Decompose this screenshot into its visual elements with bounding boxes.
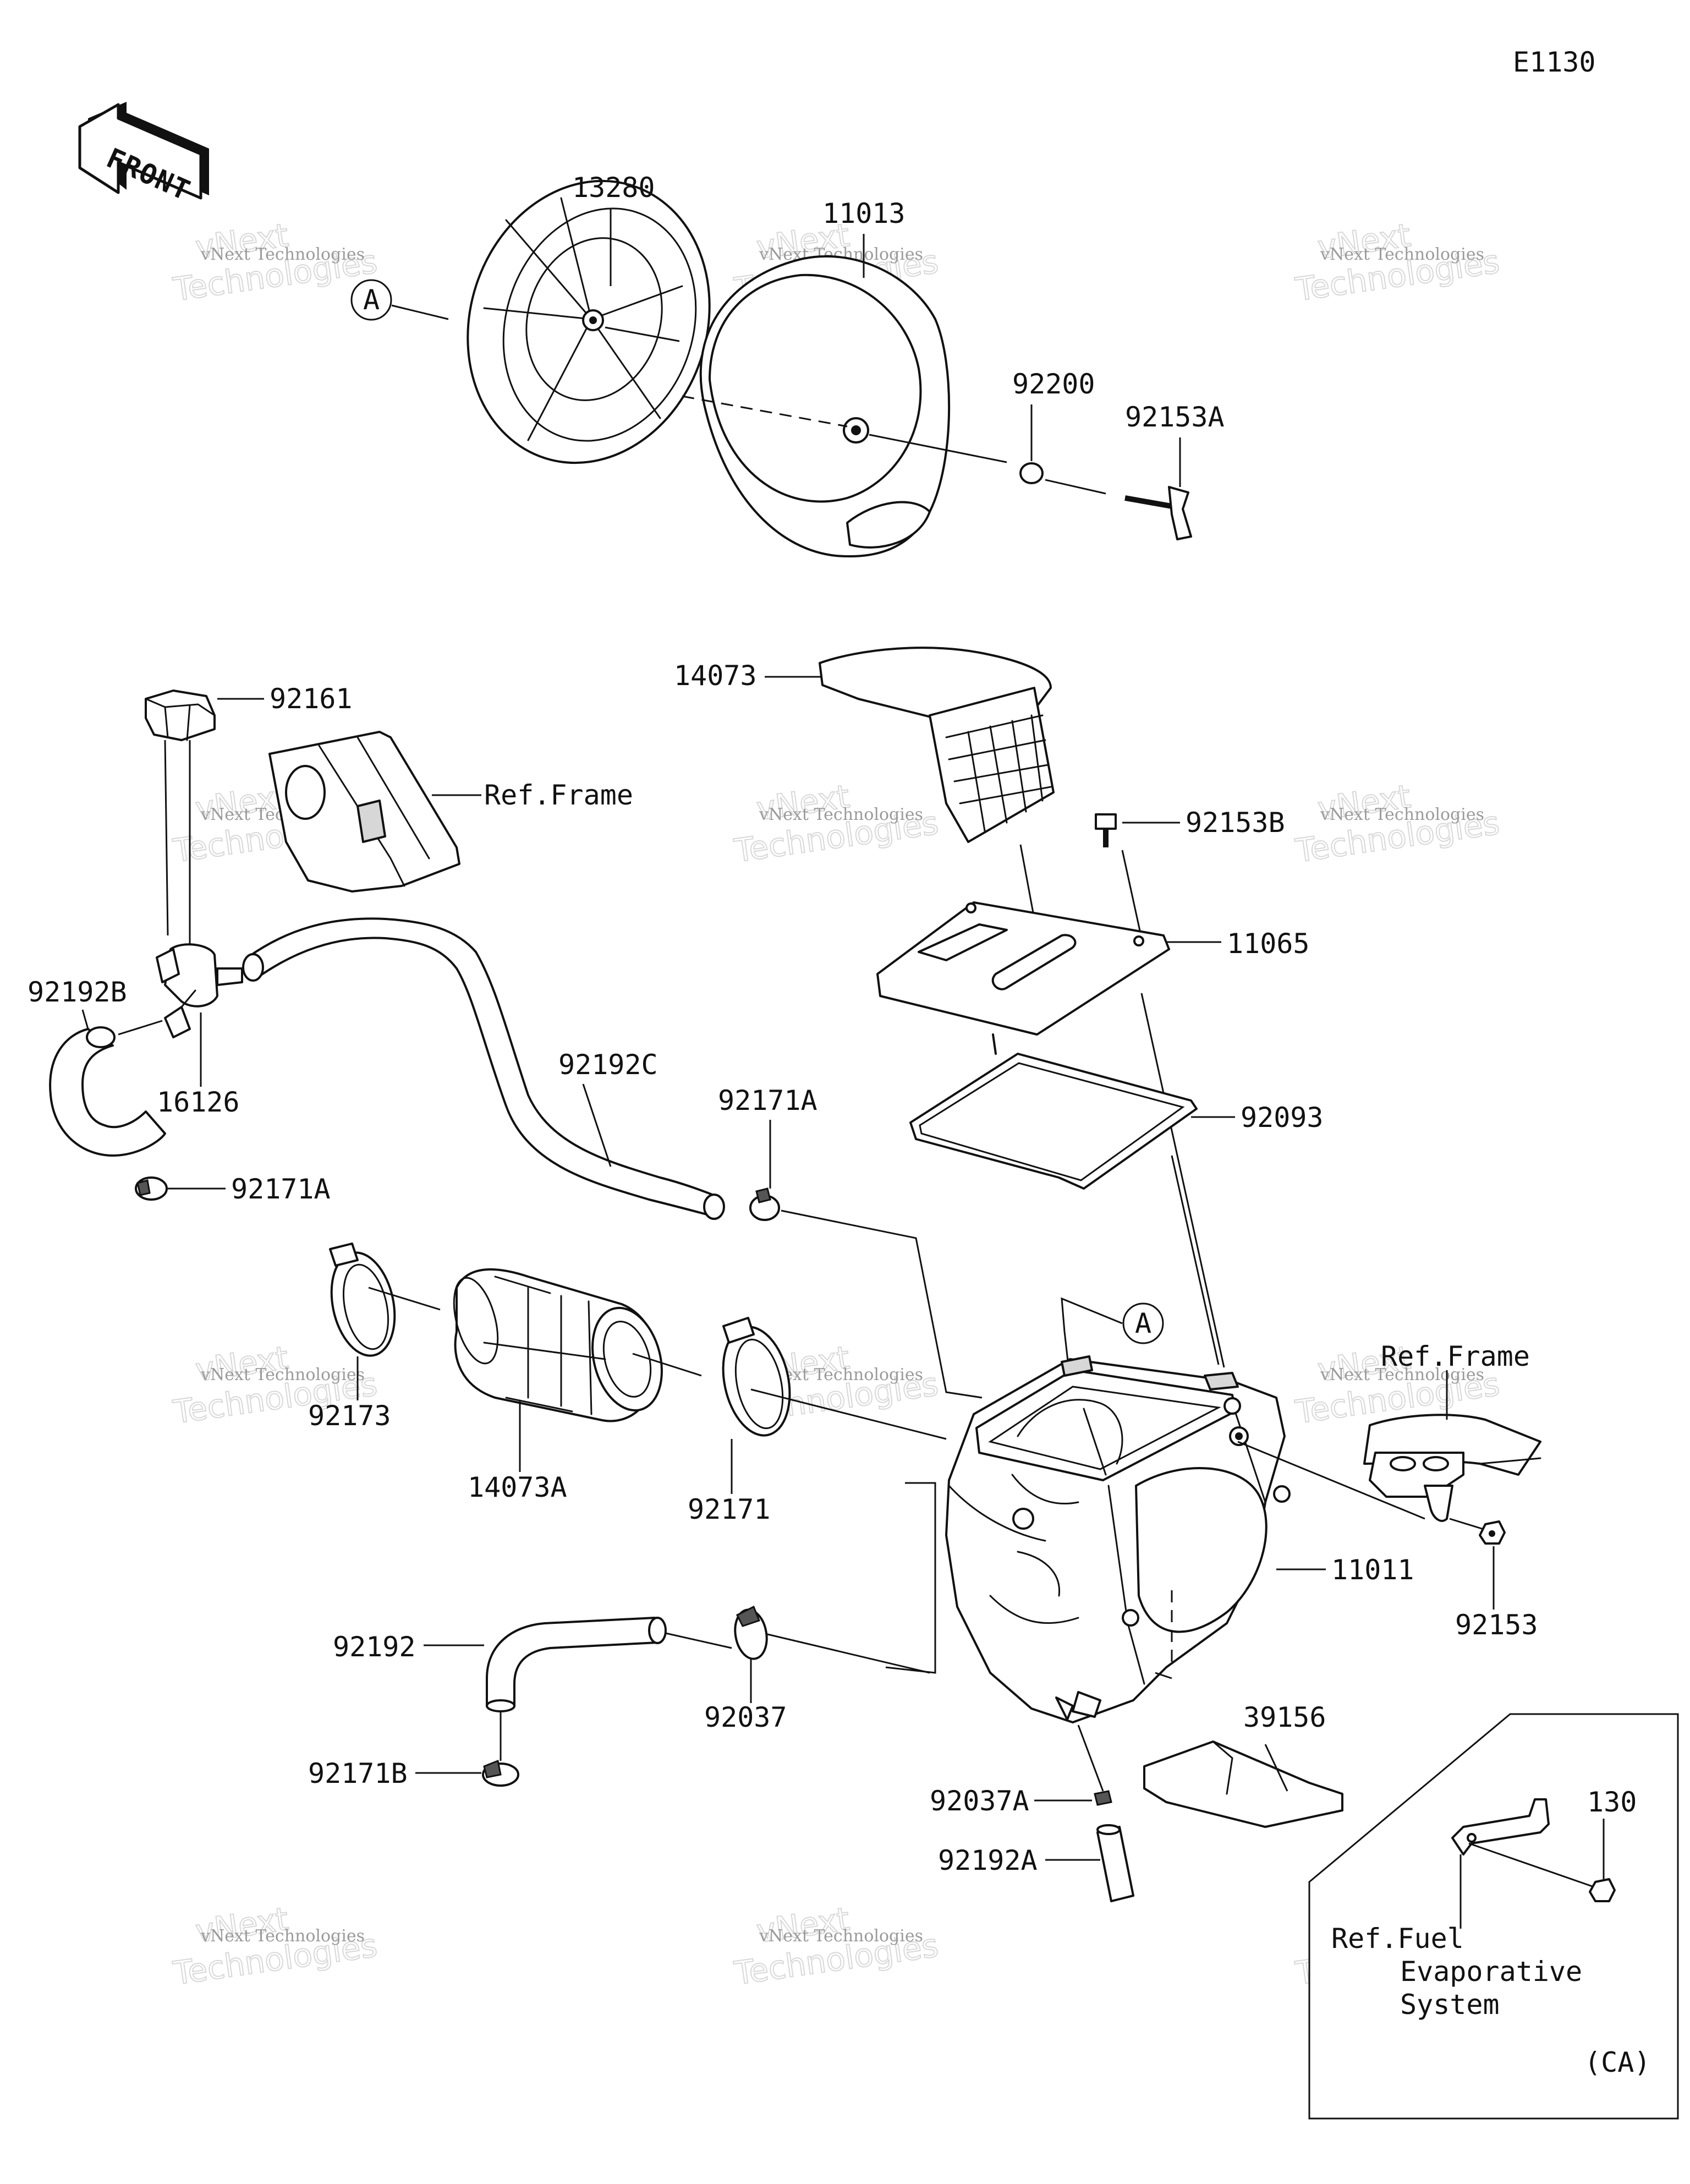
part-39156-label: 39156 (1243, 1701, 1326, 1733)
ref-frame-top-label: Ref.Frame (484, 779, 633, 811)
part-92153A-label: 92153A (1125, 401, 1225, 433)
watermark-text: vNext Technologies (1320, 1365, 1484, 1384)
hose-92192B (49, 1020, 166, 1157)
duct-14073 (819, 647, 1055, 843)
part-92161-label: 92161 (270, 683, 353, 715)
tube-14073A (453, 1268, 663, 1422)
hose-92192A (1096, 1824, 1134, 1902)
cap-92161-icon (145, 689, 216, 741)
watermark-text: vNext Technologies (759, 805, 923, 824)
part-92192-label: 92192 (333, 1631, 416, 1663)
part-11011-label: 11011 (1331, 1554, 1414, 1586)
clamp-92173 (329, 1242, 396, 1357)
inset-ref-line3: System (1400, 1989, 1500, 2021)
part-14073A-label: 14073A (468, 1471, 567, 1503)
plate-11065 (876, 901, 1170, 1055)
callout-a-label: A (1135, 1307, 1151, 1339)
watermark-text: vNext Technologies (1320, 805, 1484, 824)
hose-92192C (242, 917, 725, 1220)
ref-frame-right (1363, 1370, 1541, 1531)
diagram-code: E1130 (1513, 46, 1596, 78)
valve-16126 (156, 943, 243, 1038)
clamp-92171 (722, 1317, 791, 1437)
clamp-92037-icon (734, 1605, 768, 1660)
part-92192C-label: 92192C (558, 1049, 658, 1081)
part-13280-label: 13280 (572, 172, 655, 204)
callout-a-top: A (350, 279, 449, 321)
part-92153B-label: 92153B (1186, 807, 1285, 839)
callout-a-label: A (363, 284, 380, 316)
hose-92192 (486, 1617, 667, 1712)
inset-region-label: (CA) (1584, 2046, 1650, 2078)
clamp-92171A-mid-icon (749, 1187, 780, 1221)
part-92171-label: 92171 (688, 1493, 771, 1525)
ref-frame-right-label: Ref.Frame (1381, 1340, 1530, 1372)
watermark-text: vNext Technologies (200, 245, 365, 264)
part-92192B-label: 92192B (28, 976, 127, 1008)
part-16126-label: 16126 (157, 1086, 240, 1118)
watermark-text: vNext Technologies (1320, 245, 1484, 264)
part-92037-label: 92037 (704, 1701, 787, 1733)
clip-92037A-icon (1077, 1725, 1112, 1806)
watermark-text: vNext Technologies (200, 1926, 365, 1946)
air-box-11011 (945, 1355, 1425, 1723)
clamp-92171A-left-icon (135, 1176, 168, 1201)
part-92171A-mid-label: 92171A (718, 1085, 817, 1116)
part-92093-label: 92093 (1241, 1102, 1324, 1134)
part-92037A-label: 92037A (930, 1785, 1029, 1817)
part-11013-label: 11013 (822, 198, 906, 229)
watermark-text: vNext Technologies (759, 1926, 923, 1946)
bolt-92153-icon (1479, 1520, 1506, 1545)
plate-39156 (1143, 1740, 1343, 1828)
bolt-92153B-icon (1095, 813, 1117, 847)
watermark-text: vNext Technologies (200, 1365, 365, 1384)
part-92171A-left-label: 92171A (231, 1173, 331, 1205)
front-arrow-icon: FRONT (78, 102, 209, 207)
filter-cage-13280 (467, 179, 711, 464)
part-92173-label: 92173 (308, 1400, 391, 1432)
inset-ca: 130 Ref.Fuel Evaporative System (CA) (1308, 1713, 1679, 2120)
inset-ref-line1: Ref.Fuel (1331, 1923, 1464, 1955)
inset-ref-line2: Evaporative (1400, 1956, 1582, 1988)
part-92171B-label: 92171B (308, 1758, 408, 1789)
part-11065-label: 11065 (1227, 928, 1310, 960)
part-14073-label: 14073 (674, 660, 757, 692)
part-92192A-label: 92192A (938, 1844, 1038, 1876)
washer-92200-icon (1019, 462, 1044, 484)
clamp-92171B-icon (482, 1759, 519, 1787)
ref-frame-top (268, 731, 481, 893)
part-92200-label: 92200 (1012, 368, 1095, 400)
wing-bolt-92153A-icon (1124, 486, 1192, 540)
part-130-label: 130 (1587, 1786, 1637, 1818)
part-92153-label: 92153 (1455, 1609, 1538, 1641)
cover-11013 (682, 255, 1007, 558)
gasket-92093 (909, 1053, 1198, 1190)
